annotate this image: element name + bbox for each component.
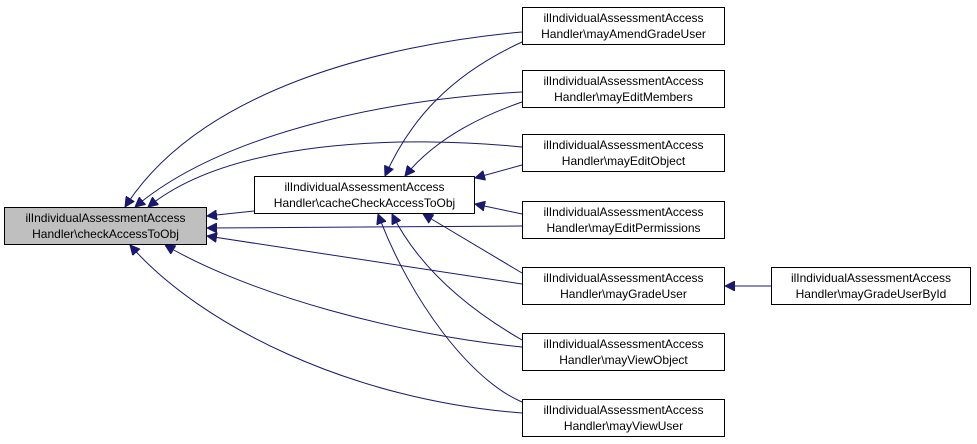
node-may-grade-user-by-id[interactable]: ilIndividualAssessmentAccess Handler\may… (771, 267, 971, 305)
node-may-view-object-line1: ilIndividualAssessmentAccess (543, 337, 704, 351)
node-may-edit-permissions[interactable]: ilIndividualAssessmentAccess Handler\may… (522, 201, 725, 239)
node-may-grade-user[interactable]: ilIndividualAssessmentAccess Handler\may… (522, 267, 725, 305)
node-may-view-object-line2: Handler\mayViewObject (559, 353, 688, 367)
edge-amend-to-cache (385, 41, 523, 176)
edge-grade-to-check (207, 236, 523, 285)
node-may-grade-user-line2: Handler\mayGradeUser (560, 287, 687, 301)
node-may-grade-user-by-id-line2: Handler\mayGradeUserById (795, 287, 947, 301)
edge-members-to-cache (405, 101, 523, 176)
edges (125, 31, 771, 414)
node-may-amend-grade-user-line1: ilIndividualAssessmentAccess (543, 11, 704, 25)
node-cache-check-access-to-obj-line1: ilIndividualAssessmentAccess (284, 180, 445, 194)
node-may-grade-user-by-id-line1: ilIndividualAssessmentAccess (790, 271, 952, 285)
node-may-grade-user-line1: ilIndividualAssessmentAccess (543, 271, 704, 285)
node-may-amend-grade-user-line2: Handler\mayAmendGradeUser (541, 27, 706, 41)
node-may-view-user-line1: ilIndividualAssessmentAccess (543, 403, 704, 417)
node-may-amend-grade-user[interactable]: ilIndividualAssessmentAccess Handler\may… (522, 7, 725, 45)
node-may-edit-object[interactable]: ilIndividualAssessmentAccess Handler\may… (522, 134, 725, 172)
edge-viewobj-to-check (165, 245, 523, 348)
node-may-view-user-line2: Handler\mayViewUser (563, 419, 684, 433)
node-may-edit-permissions-line2: Handler\mayEditPermissions (546, 221, 701, 235)
edge-object-to-cache (475, 164, 523, 178)
node-cache-check-access-to-obj-line2: Handler\cacheCheckAccessToObj (273, 196, 456, 210)
node-may-view-object[interactable]: ilIndividualAssessmentAccess Handler\may… (522, 333, 725, 371)
node-may-edit-permissions-line1: ilIndividualAssessmentAccess (543, 205, 704, 219)
edge-grade-to-cache (423, 214, 523, 274)
node-may-edit-object-line1: ilIndividualAssessmentAccess (543, 138, 704, 152)
node-may-edit-members-line2: Handler\mayEditMembers (554, 90, 693, 104)
node-may-edit-members-line1: ilIndividualAssessmentAccess (543, 74, 704, 88)
edge-viewuser-to-check (130, 245, 523, 414)
edge-object-to-check (148, 141, 523, 207)
edge-perms-to-cache (475, 204, 523, 215)
edge-perms-to-check (207, 226, 523, 228)
edge-viewobj-to-cache (392, 214, 523, 341)
node-may-edit-object-line2: Handler\mayEditObject (561, 154, 686, 168)
edge-amend-to-check (125, 31, 523, 207)
edge-cache-to-check (207, 211, 255, 216)
node-cache-check-access-to-obj[interactable]: ilIndividualAssessmentAccess Handler\cac… (254, 176, 475, 214)
node-check-access-to-obj-line2: Handler\checkAccessToObj (32, 227, 179, 241)
node-check-access-to-obj[interactable]: ilIndividualAssessmentAccess Handler\che… (4, 207, 207, 245)
node-may-edit-members[interactable]: ilIndividualAssessmentAccess Handler\may… (522, 70, 725, 108)
edge-viewuser-to-cache (378, 214, 523, 403)
node-may-view-user[interactable]: ilIndividualAssessmentAccess Handler\may… (522, 399, 725, 437)
node-check-access-to-obj-line1: ilIndividualAssessmentAccess (25, 211, 186, 225)
edge-members-to-check (135, 91, 523, 207)
